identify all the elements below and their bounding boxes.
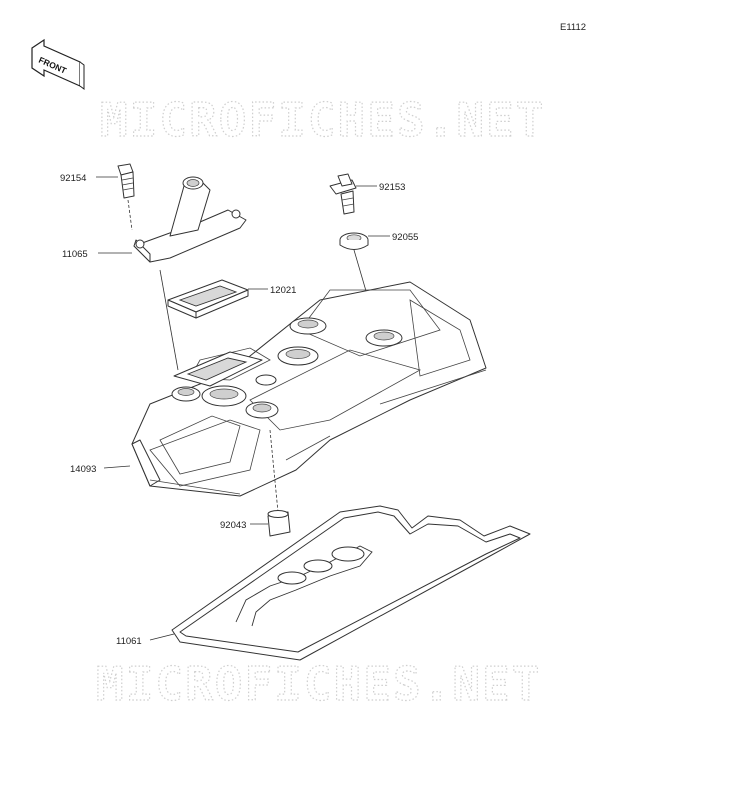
label-11061: 11061	[116, 636, 142, 647]
label-92153: 92153	[379, 182, 405, 193]
front-arrow-icon: FRONT	[31, 38, 85, 90]
part-92154-bolt[interactable]	[117, 163, 135, 199]
label-11065: 11065	[62, 249, 88, 260]
part-11061-head-cover-gasket[interactable]	[171, 505, 531, 661]
label-14093: 14093	[70, 464, 96, 475]
part-92153-bolt[interactable]	[329, 173, 357, 215]
part-12021-breather-gasket[interactable]	[167, 279, 249, 319]
part-92043-dowel[interactable]	[267, 510, 291, 537]
diagram-code: E1112	[560, 22, 586, 33]
label-92055: 92055	[392, 232, 418, 243]
part-14093-head-cover[interactable]	[131, 281, 487, 497]
label-92154: 92154	[60, 173, 86, 184]
watermark-top: MICROFICHES.NET	[100, 93, 545, 147]
label-92043: 92043	[220, 520, 246, 531]
watermark-bottom: MICROFICHES.NET	[96, 657, 541, 711]
part-11065-breather-cover[interactable]	[133, 176, 247, 263]
label-12021: 12021	[270, 285, 296, 296]
part-92055-seal[interactable]	[339, 232, 369, 250]
